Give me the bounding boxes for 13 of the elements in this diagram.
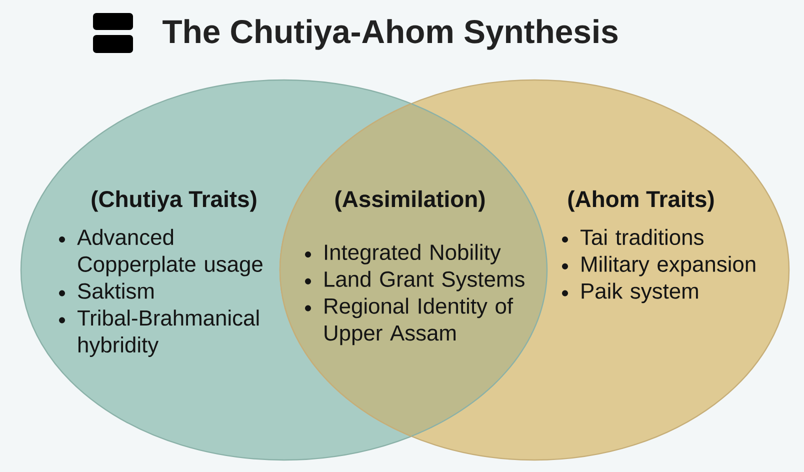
list-item: Tai traditions bbox=[580, 228, 704, 246]
list-item: Tribal-Brahmanical hybridity bbox=[78, 310, 259, 357]
list-item: Advanced Copperplate usage bbox=[77, 228, 262, 276]
list-item: Saktism bbox=[78, 282, 154, 299]
heading: (Chutiya Traits) bbox=[92, 190, 256, 212]
list-item: Regional Identity of Upper Assam bbox=[324, 298, 514, 346]
list-item: Integrated Nobility bbox=[325, 244, 501, 264]
list-item: Paik system bbox=[582, 282, 698, 304]
list-item: Land Grant Systems bbox=[324, 270, 524, 292]
heading: (Ahom Traits) bbox=[568, 190, 714, 212]
list-item: Military expansion bbox=[582, 256, 756, 276]
heading: (Assimilation) bbox=[335, 190, 485, 212]
title: The Chutiya-Ahom Synthesis bbox=[162, 19, 618, 50]
